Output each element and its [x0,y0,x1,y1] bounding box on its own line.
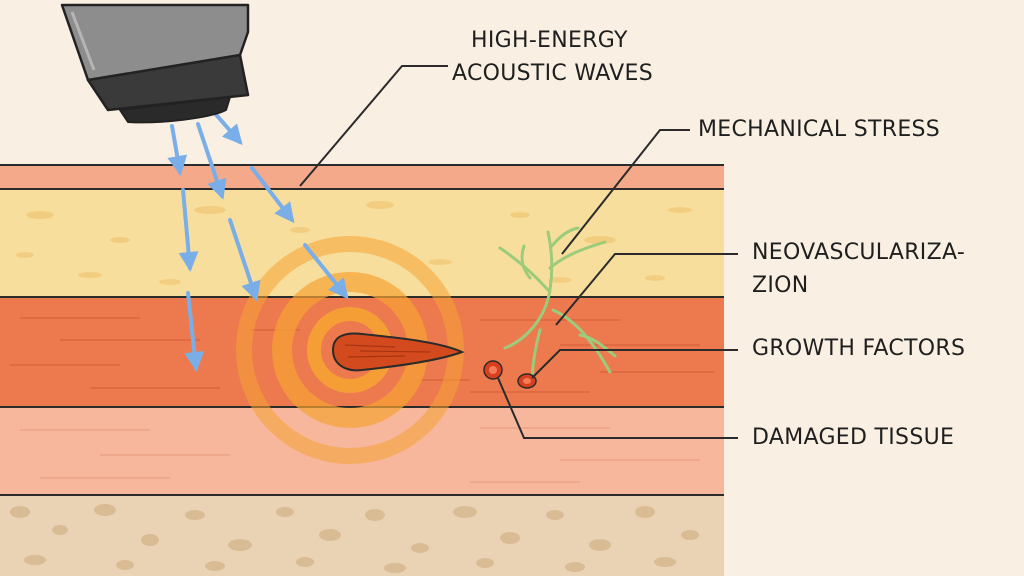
growth-factor-cells [483,360,537,389]
leader-mechanical-stress [561,129,690,255]
leader-acoustic-waves [299,65,448,187]
damaged-tissue-lesion [331,332,465,372]
label-damaged-tissue: DAMAGED TISSUE [752,425,955,450]
fat-texture [16,201,692,285]
deep-tissue-fibers [20,427,700,483]
leader-damaged-tissue [497,377,738,439]
label-growth-factors: GROWTH FACTORS [752,336,966,361]
leader-neovascularization [555,253,738,326]
skin-layer [0,165,724,189]
label-neovascularization-line2: ZION [752,273,809,298]
label-acoustic-waves-line1: HIGH-ENERGY [471,28,628,53]
applicator-tip [119,96,231,124]
leader-growth-factors [531,349,738,379]
acoustic-wave-arrows [167,108,349,372]
label-neovascularization-line1: NEOVASCULARIZA- [752,240,966,265]
bone-texture [10,504,699,573]
vessel-branches [498,226,617,380]
shockwave-applicator [60,3,250,124]
label-acoustic-waves-line2: ACOUSTIC WAVES [452,61,653,86]
applicator-collar [86,53,250,112]
leader-lines [299,65,738,439]
label-mechanical-stress: MECHANICAL STRESS [698,117,941,142]
